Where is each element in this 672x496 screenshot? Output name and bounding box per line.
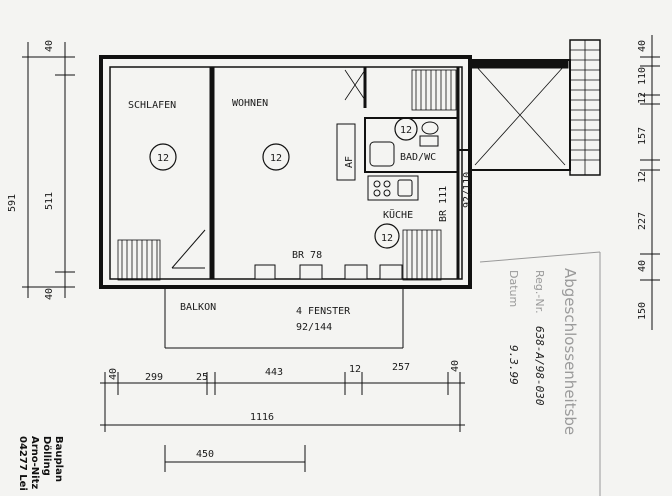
- firm-block: Bauplan Dölling Arno-Nitz 04277 Lei: [17, 436, 64, 491]
- wohnen-badge: 12: [270, 153, 282, 164]
- windows-label: 4 FENSTER: [296, 306, 351, 317]
- stair-hatch-right: [402, 229, 442, 281]
- firm-line-1: Bauplan: [53, 436, 64, 482]
- dim-right-227: 227: [637, 212, 648, 230]
- dim-bottom-443: 443: [265, 367, 283, 378]
- kueche-badge: 12: [381, 233, 393, 244]
- room-badges: [149, 117, 418, 249]
- bad-badge: 12: [400, 125, 412, 136]
- dim-bottom-40-right: 40: [450, 360, 461, 372]
- dim-591: 591: [7, 194, 18, 212]
- kitchen-stove: [367, 175, 419, 201]
- door-size-label: 92/110: [462, 172, 473, 208]
- stair-hatch-left: [117, 239, 161, 281]
- room-label-wohnen: WOHNEN: [232, 98, 268, 109]
- windows-size-label: 92/144: [296, 322, 332, 333]
- dim-right-157: 157: [637, 127, 648, 145]
- interior-walls: [209, 67, 472, 279]
- room-label-balkon: BALKON: [180, 302, 216, 313]
- dim-lines-left: [22, 42, 75, 298]
- dim-bottom-12: 12: [349, 364, 361, 375]
- dim-bottom-299: 299: [145, 372, 163, 383]
- dim-bottom-40-left: 40: [108, 368, 119, 380]
- dim-lines-right: [640, 35, 660, 330]
- approval-stamp: Abgeschlossenheitsbe Reg.-Nr. Datum 638-…: [479, 251, 601, 496]
- dim-right-110: 110: [637, 67, 648, 85]
- dim-lines-bottom: [100, 372, 465, 472]
- stamp-number: 638-A/98-030: [533, 326, 546, 406]
- br111-label: BR 111: [438, 186, 449, 222]
- corridor-right: [469, 59, 571, 171]
- dim-right-150: 150: [637, 302, 648, 320]
- dim-right-40-top: 40: [637, 40, 648, 52]
- dim-bottom-25: 25: [196, 372, 208, 383]
- stamp-date: 9.3.99: [507, 345, 520, 385]
- dim-total-1116: 1116: [250, 412, 274, 423]
- firm-line-2: Dölling: [41, 436, 52, 476]
- bathroom-fixtures: [369, 121, 439, 167]
- balcony-door: [171, 229, 206, 269]
- af-cabinet: [336, 123, 356, 181]
- dim-right-12-a: 12: [637, 92, 648, 104]
- room-label-bad: BAD/WC: [400, 152, 436, 163]
- dim-left-top-40: 40: [44, 40, 55, 52]
- room-label-kueche: KÜCHE: [383, 208, 413, 221]
- firm-line-3: Arno-Nitz: [29, 436, 40, 489]
- br78-label: BR 78: [292, 250, 322, 261]
- room-label-schlafen: SCHLAFEN: [128, 100, 176, 111]
- dim-511: 511: [44, 192, 55, 210]
- dim-bottom-257: 257: [392, 362, 410, 373]
- stamp-line-reg: Reg.-Nr.: [533, 270, 546, 314]
- balcony-outline: [164, 287, 404, 349]
- windows-bottom: [254, 264, 403, 280]
- dim-left-bottom-40: 40: [44, 288, 55, 300]
- dim-450: 450: [196, 449, 214, 460]
- dim-right-40-bottom: 40: [637, 260, 648, 272]
- schlafen-badge: 12: [157, 153, 169, 164]
- af-label: AF: [344, 156, 355, 168]
- staircase: [344, 69, 457, 111]
- outer-walls: [99, 55, 472, 289]
- stamp-title: Abgeschlossenheitsbe: [561, 268, 579, 435]
- stamp-line-datum: Datum: [507, 270, 520, 307]
- brick-wall: [569, 39, 601, 176]
- dim-right-12-b: 12: [637, 171, 648, 183]
- firm-line-4: 04277 Lei: [17, 436, 28, 491]
